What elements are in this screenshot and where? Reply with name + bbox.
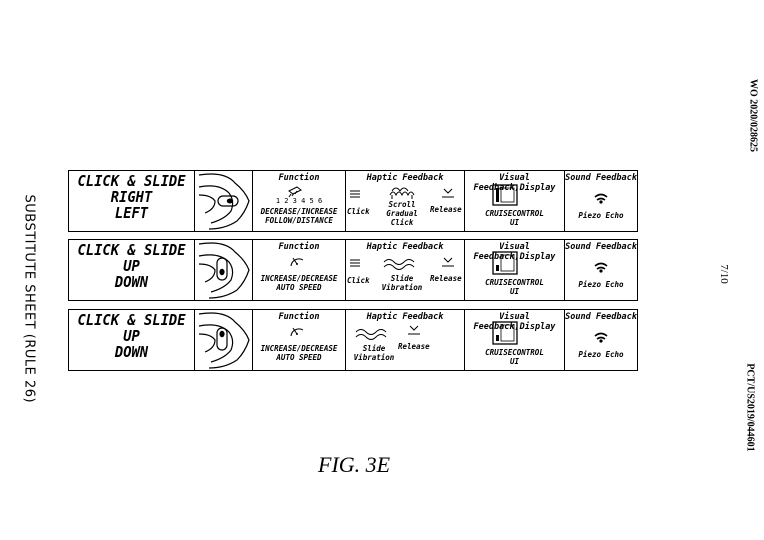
visual-line: CRUISECONTROL	[485, 278, 544, 287]
function-line: INCREASE/DECREASE	[260, 274, 338, 283]
gesture-title-line: CLICK & SLIDE	[77, 241, 186, 259]
visual-header: Visual Feedback,Display	[473, 312, 556, 332]
haptic-release-icon	[442, 257, 454, 267]
gesture-title-line: CLICK & SLIDE	[77, 172, 186, 190]
haptic-vibration-icon	[355, 329, 387, 340]
visual-line: CRUISECONTROL	[485, 348, 544, 357]
figure-label: FIG. 3E	[318, 452, 391, 477]
haptic-release-label: Release	[430, 274, 462, 283]
visual-line: UI	[509, 287, 520, 296]
haptic-scroll-line: Click	[390, 218, 414, 227]
function-header: Function	[278, 312, 320, 322]
visual-line: UI	[509, 357, 520, 366]
function-cell: Function INCREASE/DECREASE AUTO SPEED	[253, 310, 346, 370]
sound-label: Piezo Echo	[578, 280, 624, 289]
haptic-slide-line: Slide	[362, 344, 386, 353]
visual-header: Visual Feedback,Display	[473, 242, 556, 262]
gesture-title-line: CLICK & SLIDE	[77, 311, 186, 329]
cruise-display-icon	[492, 251, 518, 275]
haptic-click-icon	[350, 190, 360, 198]
visual-cell: Visual Feedback,Display CRUISECONTROL UI	[465, 171, 565, 231]
haptic-click-label: Click	[347, 276, 370, 285]
function-line: FOLLOW/DISTANCE	[265, 216, 333, 225]
visual-line: UI	[509, 218, 520, 227]
function-line: INCREASE/DECREASE	[260, 344, 338, 353]
function-cell: Function 1 2 3 4 5 6 DECREASE/INCREASE F…	[253, 171, 346, 231]
gesture-title-line: DOWN	[114, 343, 149, 361]
visual-header: Visual Feedback,Display	[473, 173, 556, 193]
steering-wheel-vertical-slider-icon	[198, 312, 250, 369]
function-header: Function	[278, 173, 320, 183]
gesture-title-cell: CLICK & SLIDE UP DOWN	[69, 310, 195, 370]
gesture-title-line: RIGHT	[110, 188, 153, 206]
substitute-sheet-label: SUBSTITUTE SHEET (RULE 26)	[21, 194, 37, 404]
haptic-cell: Haptic Feedback Click Scroll Gradual Cli…	[346, 171, 465, 231]
steering-wheel-horizontal-slider-icon	[198, 173, 250, 230]
sound-wave-icon	[594, 193, 608, 204]
sound-cell: Sound Feedback Piezo Echo	[565, 171, 637, 231]
haptic-header: Haptic Feedback	[366, 173, 444, 183]
haptic-scroll-line: Gradual	[386, 209, 418, 218]
gesture-row-3: CLICK & SLIDE UP DOWN Function INCREASE/…	[68, 309, 638, 371]
following-distance-icon	[288, 186, 302, 198]
function-line: DECREASE/INCREASE	[260, 207, 338, 216]
gesture-title-line: LEFT	[114, 204, 149, 222]
gesture-row-1: CLICK & SLIDE RIGHT LEFT Function 1 2 3 …	[68, 170, 638, 232]
visual-line: CRUISECONTROL	[485, 209, 544, 218]
gesture-row-2: CLICK & SLIDE UP DOWN Function INCREASE/…	[68, 239, 638, 301]
sound-header: Sound Feedback	[565, 242, 637, 252]
function-header: Function	[278, 242, 320, 252]
cruise-display-icon	[492, 321, 518, 345]
haptic-cell: Haptic Feedback Click Slide Vibration Re…	[346, 240, 465, 300]
haptic-scroll-icon	[389, 187, 415, 199]
haptic-click-icon	[350, 259, 360, 267]
sound-label: Piezo Echo	[578, 350, 624, 359]
steering-wheel-vertical-slider-icon	[198, 242, 250, 299]
sound-label: Piezo Echo	[578, 211, 624, 220]
function-line: AUTO SPEED	[276, 283, 322, 292]
gesture-title-line: UP	[123, 257, 140, 275]
visual-cell: Visual Feedback,Display CRUISECONTROL UI	[465, 240, 565, 300]
haptic-vibration-icon	[383, 259, 415, 270]
pct-number: PCT/US2019/044601	[744, 363, 756, 452]
haptic-header: Haptic Feedback	[366, 312, 444, 322]
steering-wheel-image-cell	[195, 240, 253, 300]
haptic-scroll-line: Scroll	[388, 200, 416, 209]
sound-cell: Sound Feedback Piezo Echo	[565, 310, 637, 370]
haptic-release-label: Release	[430, 205, 462, 214]
cruise-display-icon	[492, 184, 518, 206]
haptic-slide-line: Vibration	[381, 283, 423, 292]
haptic-header: Haptic Feedback	[366, 242, 444, 252]
haptic-release-label: Release	[398, 342, 430, 351]
sound-header: Sound Feedback	[565, 312, 637, 322]
gesture-title-cell: CLICK & SLIDE UP DOWN	[69, 240, 195, 300]
steering-wheel-image-cell	[195, 310, 253, 370]
haptic-click-label: Click	[347, 207, 370, 216]
haptic-slide-line: Slide	[390, 274, 414, 283]
sound-wave-icon	[594, 332, 608, 343]
gesture-title-line: UP	[123, 327, 140, 345]
haptic-slide-line: Vibration	[353, 353, 395, 362]
haptic-release-icon	[408, 325, 420, 335]
page-number: 7/10	[718, 264, 731, 284]
visual-cell: Visual Feedback,Display CRUISECONTROL UI	[465, 310, 565, 370]
distance-levels: 1 2 3 4 5 6	[275, 197, 323, 205]
haptic-cell: Haptic Feedback Slide Vibration Release	[346, 310, 465, 370]
sound-cell: Sound Feedback Piezo Echo	[565, 240, 637, 300]
sound-wave-icon	[594, 262, 608, 273]
function-line: AUTO SPEED	[276, 353, 322, 362]
speedometer-icon	[290, 327, 304, 337]
wo-number: WO 2020/028625	[747, 78, 759, 153]
sound-header: Sound Feedback	[565, 173, 637, 183]
function-cell: Function INCREASE/DECREASE AUTO SPEED	[253, 240, 346, 300]
haptic-release-icon	[442, 188, 454, 198]
steering-wheel-image-cell	[195, 171, 253, 231]
speedometer-icon	[290, 257, 304, 267]
gesture-title-line: DOWN	[114, 273, 149, 291]
gesture-title-cell: CLICK & SLIDE RIGHT LEFT	[69, 171, 195, 231]
